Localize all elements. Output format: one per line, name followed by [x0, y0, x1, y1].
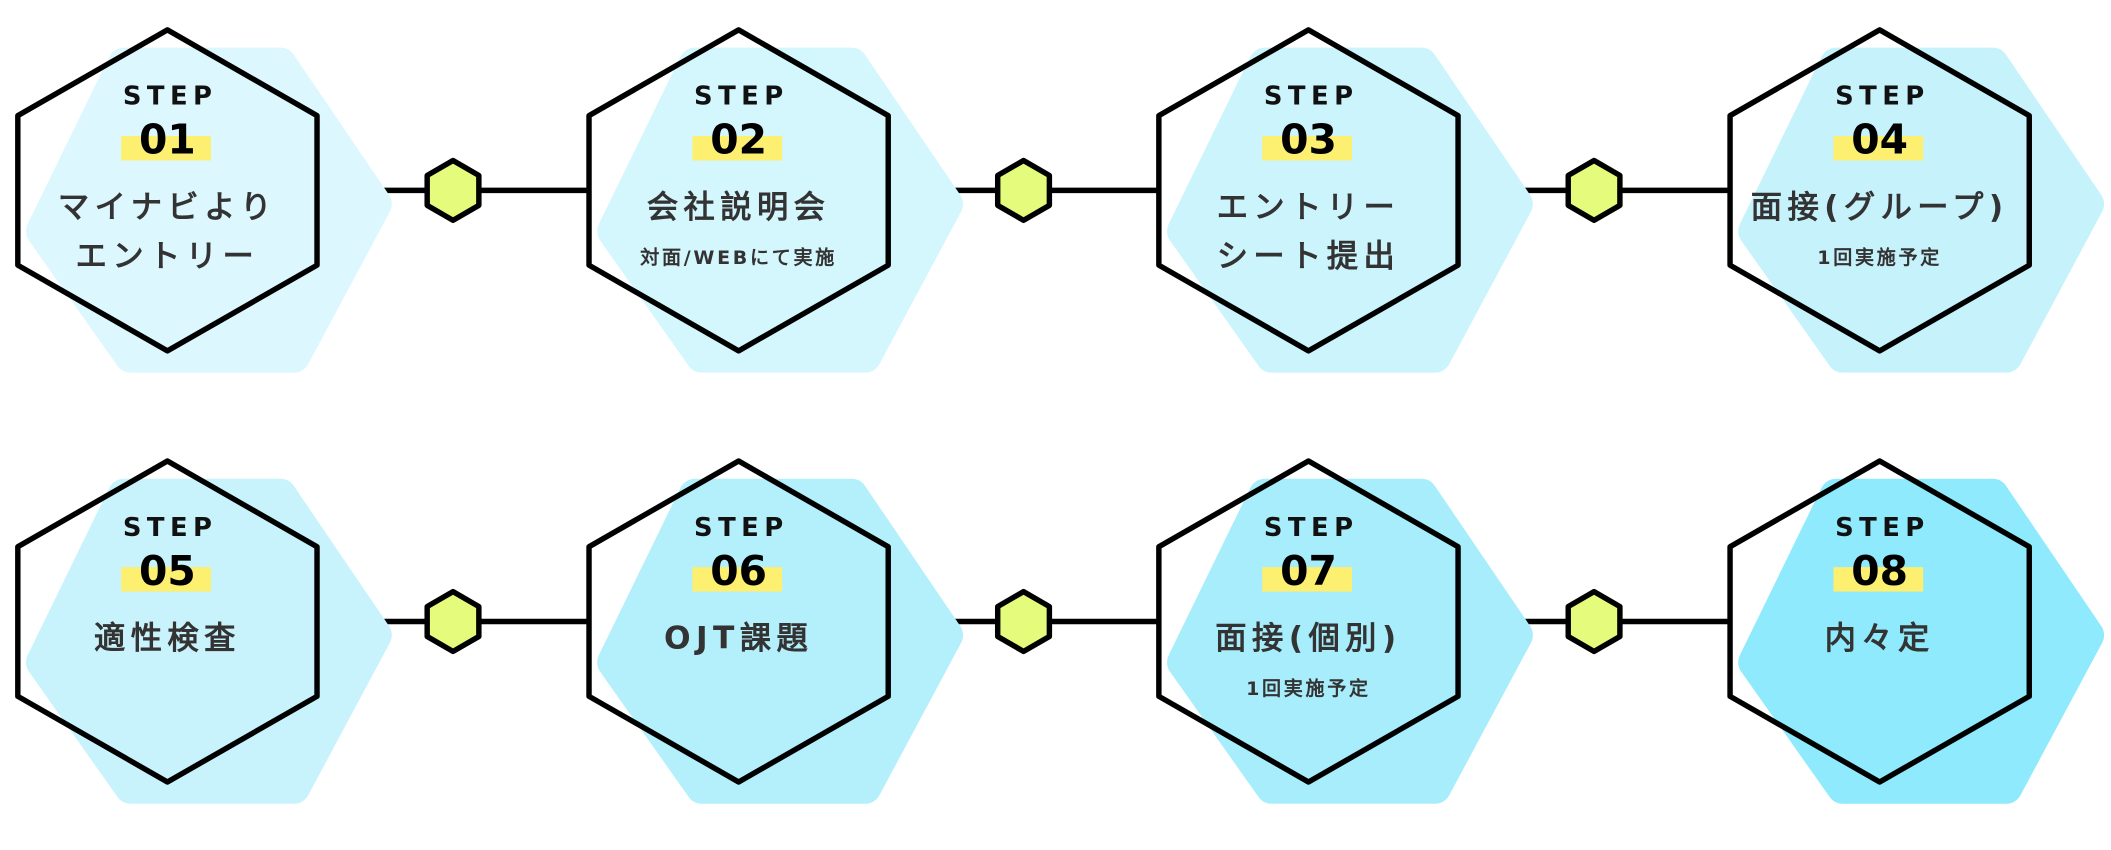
step-hexagon-outline — [1156, 458, 1461, 785]
connector — [1458, 157, 1731, 224]
step-hexagon-outline — [1727, 27, 2032, 354]
step-title: 会社説明会 — [647, 189, 831, 226]
step-hexagon-outline — [586, 458, 891, 785]
step-title: シート提出 — [1217, 239, 1401, 275]
number-highlight — [1833, 136, 1924, 161]
step-07: STEP 07 面接(個別) 1回実施予定 — [1156, 458, 1533, 804]
step-title: エントリー — [1217, 190, 1401, 226]
number-highlight — [692, 136, 783, 161]
step-label: STEP — [123, 82, 218, 112]
number-highlight — [1833, 567, 1924, 592]
step-title: マイナビより — [58, 190, 277, 226]
step-title: 面接(個別) — [1215, 621, 1401, 657]
step-label: STEP — [1264, 82, 1359, 112]
step-hexagon-outline — [586, 27, 891, 354]
step-hexagon-outline — [1156, 27, 1461, 354]
connector-hexagon-icon — [424, 157, 482, 224]
step-number: 01 — [139, 116, 196, 164]
step-hexagon-outline — [15, 458, 320, 785]
connector-hexagon-icon — [424, 588, 482, 655]
connector-hexagon-icon — [994, 588, 1053, 655]
step-title: 面接(グループ) — [1751, 190, 2009, 226]
step-label: STEP — [694, 513, 789, 543]
step-title: 適性検査 — [94, 621, 241, 657]
step-04: STEP 04 面接(グループ) 1回実施予定 — [1727, 27, 2105, 373]
connector-hexagon-icon — [1565, 588, 1623, 655]
step-title: OJT課題 — [664, 620, 813, 657]
step-number: 04 — [1851, 116, 1908, 164]
step-number: 02 — [710, 116, 767, 164]
number-highlight — [121, 567, 211, 592]
step-subtitle: 1回実施予定 — [1246, 677, 1371, 700]
number-highlight — [1262, 136, 1352, 161]
step-number: 05 — [139, 547, 196, 595]
step-08: STEP 08 内々定 — [1727, 458, 2105, 804]
connector-hexagon-icon — [1565, 157, 1623, 224]
step-label: STEP — [1264, 513, 1359, 543]
connector — [1458, 588, 1731, 655]
step-label: STEP — [123, 513, 218, 543]
step-number: 08 — [1851, 547, 1908, 595]
step-number: 06 — [710, 547, 767, 595]
step-title: 内々定 — [1825, 621, 1935, 657]
step-subtitle: 対面/WEBにて実施 — [639, 246, 837, 269]
step-label: STEP — [1835, 82, 1930, 112]
step-subtitle: 1回実施予定 — [1817, 246, 1942, 269]
step-number: 07 — [1280, 547, 1337, 595]
step-05: STEP 05 適性検査 — [15, 458, 392, 804]
step-label: STEP — [1835, 513, 1930, 543]
number-highlight — [692, 567, 783, 592]
number-highlight — [1262, 567, 1352, 592]
number-highlight — [121, 136, 211, 161]
connector-hexagon-icon — [994, 157, 1053, 224]
step-title: エントリー — [76, 239, 260, 275]
step-hexagon-outline — [1727, 458, 2032, 785]
step-number: 03 — [1280, 116, 1337, 164]
step-label: STEP — [694, 82, 789, 112]
step-hexagon-outline — [15, 27, 320, 354]
